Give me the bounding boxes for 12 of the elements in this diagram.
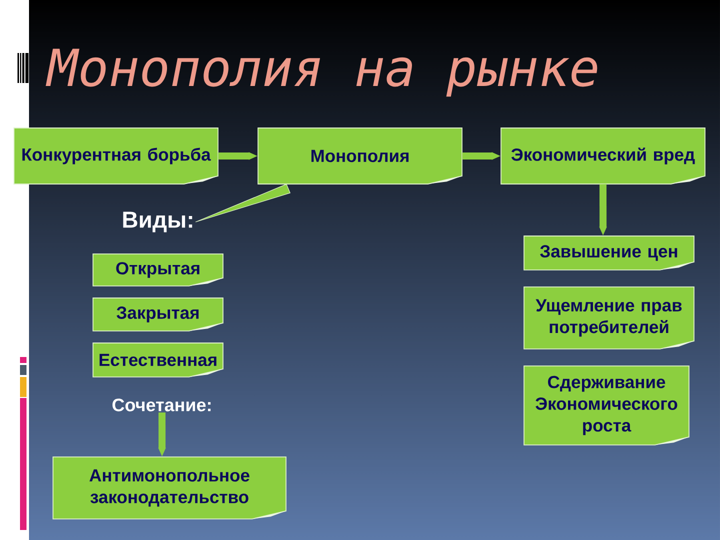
note-box: Конкурентная борьба — [14, 128, 218, 184]
note-box: Сдерживание Экономического роста — [524, 366, 690, 446]
note-box: Экономический вред — [500, 128, 706, 184]
section-label: Виды: — [123, 212, 192, 232]
title: Монополия на рынке — [46, 48, 598, 97]
note-box: Естественная — [92, 342, 224, 378]
note-box: Завышение цен — [524, 236, 694, 270]
section-label: Сочетание: — [112, 398, 211, 412]
note-box: Закрытая — [92, 298, 224, 332]
note-box: Ущемление прав потребителей — [524, 286, 694, 350]
note-box: Открытая — [92, 254, 224, 286]
note-box: Антимонопольное законодательство — [52, 456, 286, 520]
